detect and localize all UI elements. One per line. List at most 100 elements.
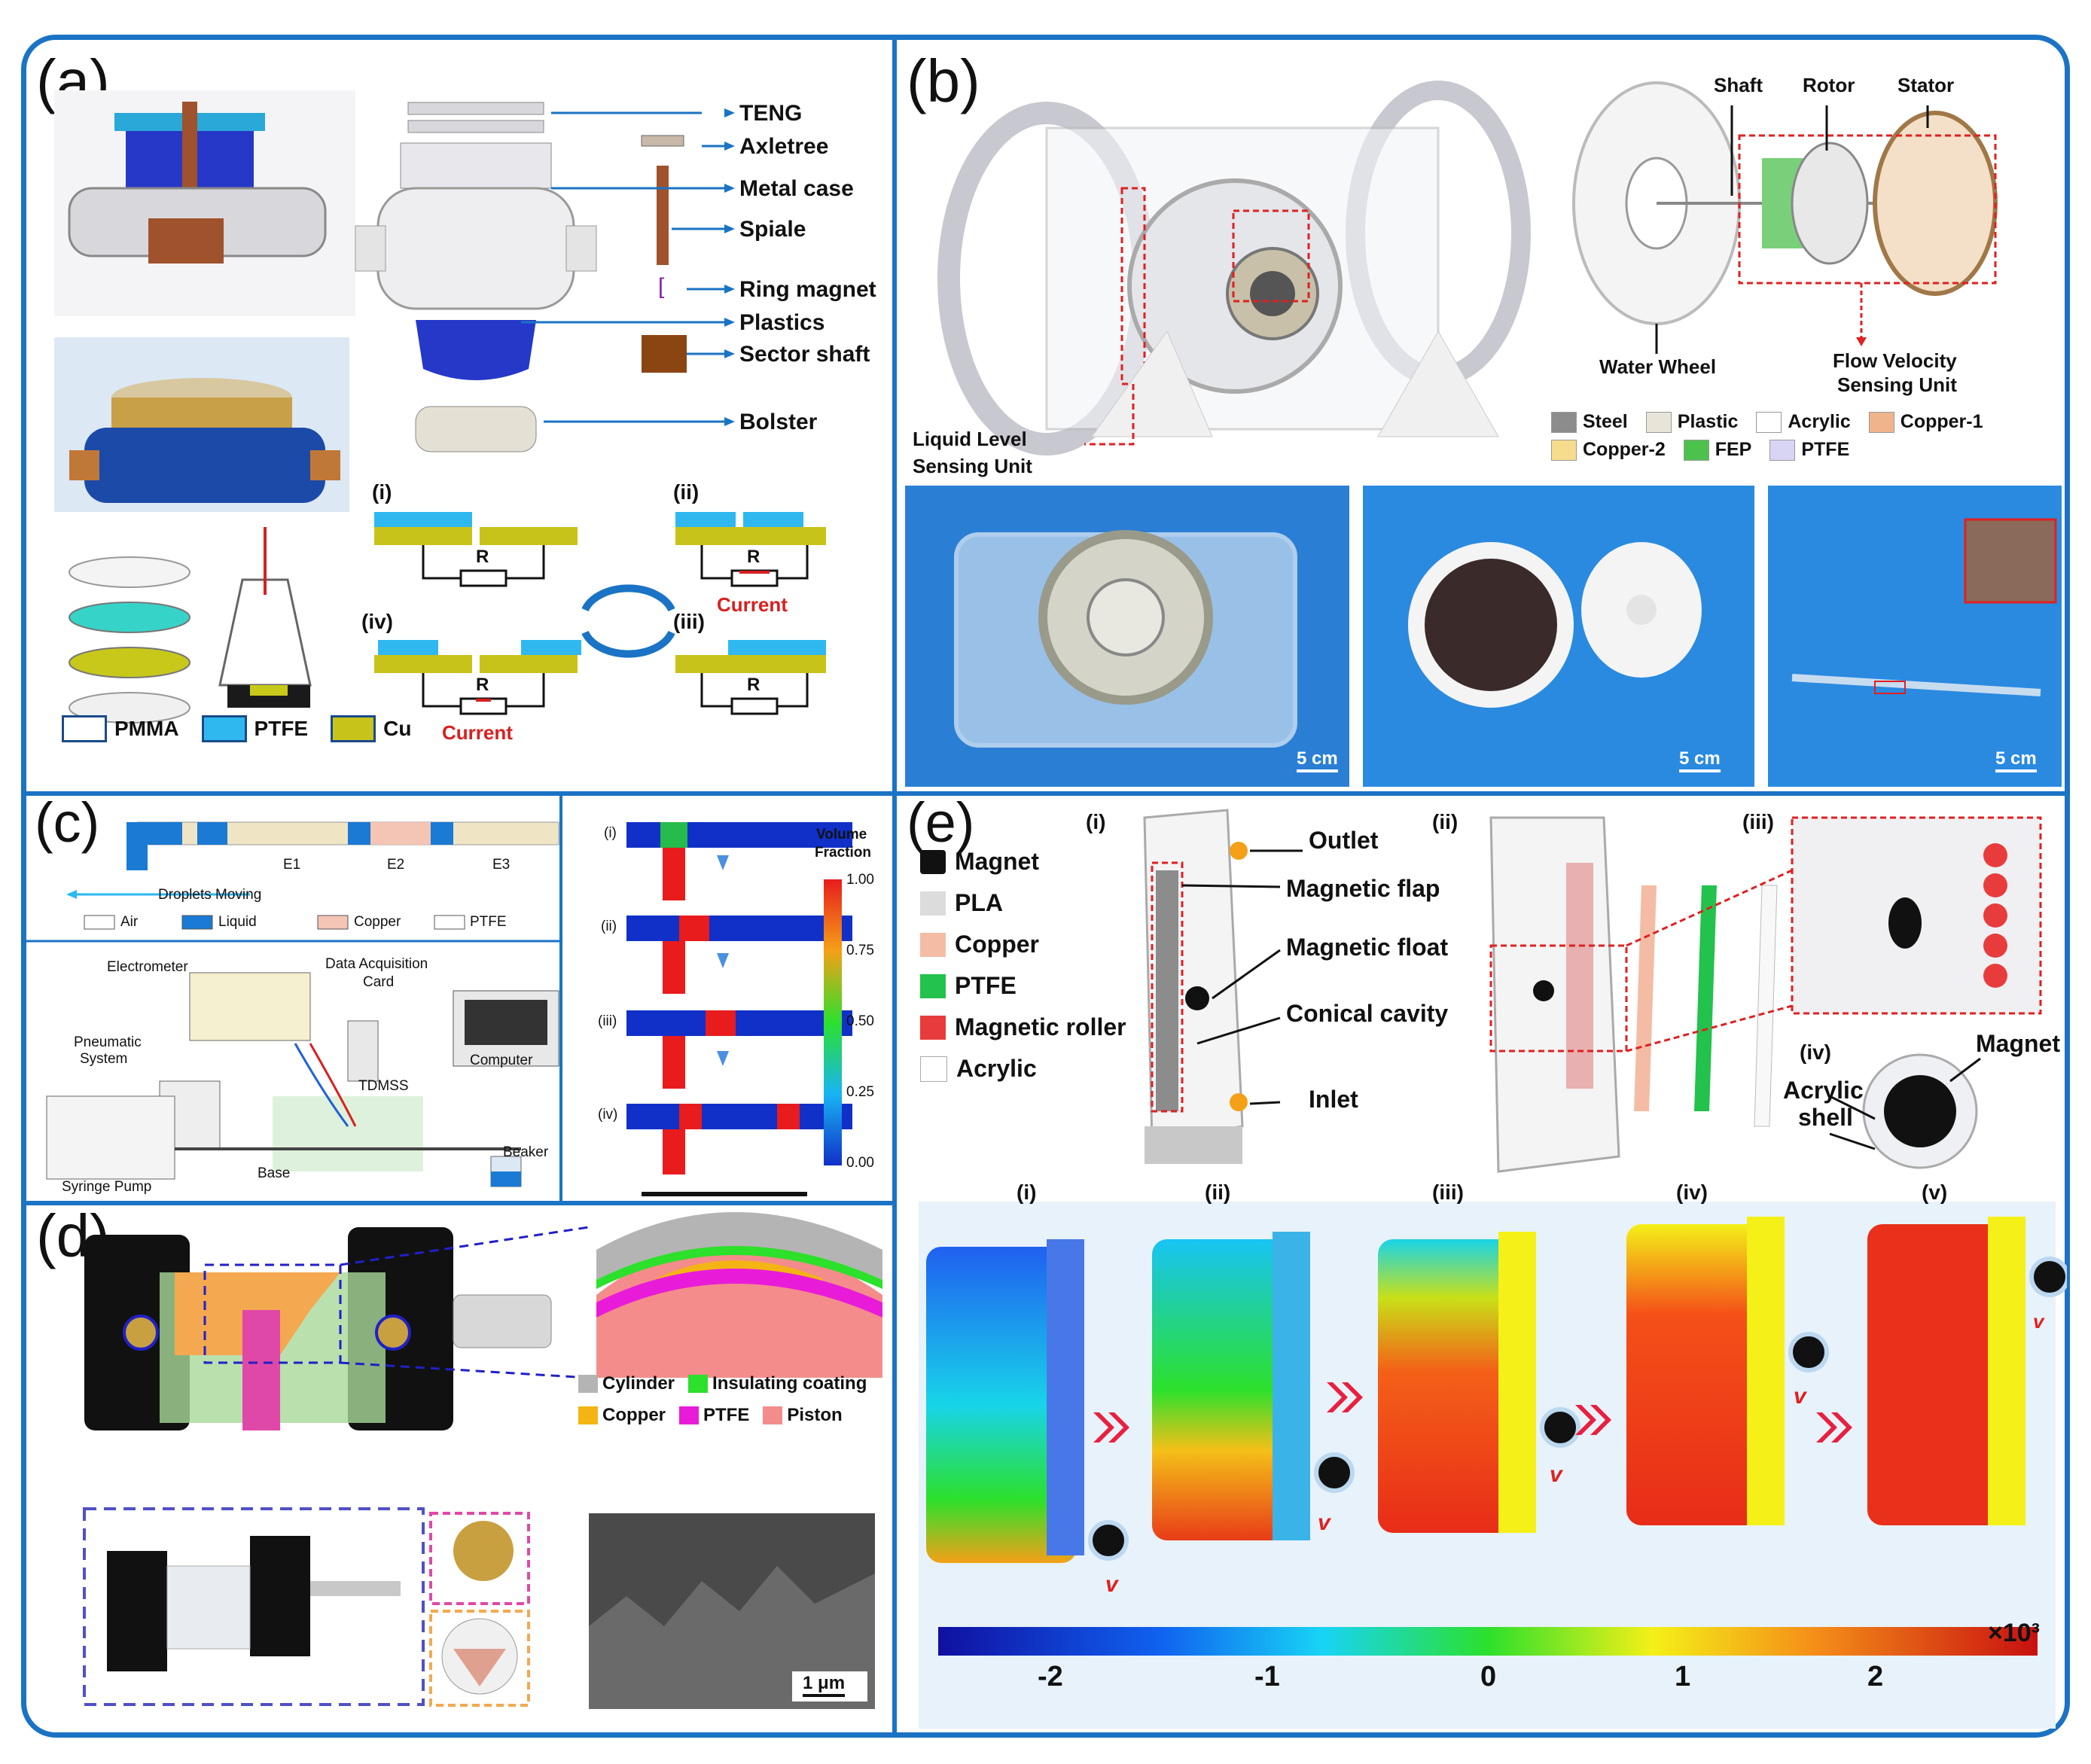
panel-d-legend: Cylinder Insulating coating Copper PTFE …: [578, 1373, 895, 1426]
colorbar-tick-neg2: -2: [1038, 1661, 1063, 1692]
state-i: (i): [372, 480, 392, 504]
legend-copper: Copper: [955, 931, 1039, 958]
colorbar-tick-100: 1.00: [846, 872, 874, 888]
legend-pla: PLA: [955, 889, 1003, 916]
legend-cu: Cu: [383, 717, 412, 740]
colorbar-tick-1: 1: [1675, 1661, 1691, 1692]
scale-bar-2: 5 cm: [1679, 748, 1721, 772]
sub-iii: (iii): [1742, 810, 1774, 833]
label-stator: Stator: [1897, 74, 1955, 96]
panel-b: (b): [896, 38, 2067, 794]
panel-c-drawings: [46, 821, 852, 1196]
legend-copper: Copper: [354, 914, 401, 930]
colorbar-tick-000: 0.00: [846, 1155, 874, 1171]
state-ii: (ii): [673, 480, 700, 504]
electrode-e3: E3: [492, 857, 511, 873]
sim-step-ii: (ii): [601, 919, 617, 934]
shell-label-2: shell: [1798, 1104, 1853, 1131]
legend-magnet: Magnet: [955, 848, 1039, 875]
figure-frame: [21, 35, 2070, 1738]
legend-plastic: Plastic: [1677, 411, 1739, 432]
panel-d: (d) Cylinder Insulating coat: [24, 1202, 895, 1735]
sub-ii: (ii): [1432, 810, 1459, 833]
legend-swatch-fep: [1683, 439, 1709, 461]
sim-step-iv: (iv): [598, 1107, 618, 1123]
sim-step-i: (i): [604, 825, 617, 841]
shell-label-1: Acrylic: [1783, 1077, 1864, 1104]
current-label-iv: Current: [442, 721, 513, 744]
panel-e-drawings: [919, 809, 2067, 1729]
electrode-e2: E2: [387, 857, 405, 873]
velocity-label-4: v: [1794, 1384, 1806, 1409]
legend-swatch-steel: [1551, 411, 1577, 433]
colorbar-tick-075: 0.75: [846, 943, 874, 958]
legend-swatch-roller: [920, 1015, 946, 1040]
legend-swatch-insulating: [688, 1375, 709, 1393]
electrode-e1: E1: [283, 857, 301, 873]
legend-acrylic: Acrylic: [1788, 411, 1851, 432]
legend-copper: Copper: [602, 1405, 666, 1425]
legend-swatch-acrylic: [920, 1056, 947, 1082]
part-outlet: Outlet: [1309, 827, 1379, 854]
legend-swatch-ptfe: [679, 1406, 699, 1424]
scale-bar-1: 5 cm: [1297, 748, 1338, 772]
label-liquid-level-2: Sensing Unit: [913, 455, 1032, 477]
part-conical-cavity: Conical cavity: [1286, 1000, 1449, 1027]
legend-swatch-piston: [763, 1406, 783, 1424]
sim-step-ii: (ii): [1205, 1181, 1231, 1204]
resistor-label-2: R: [747, 547, 761, 567]
setup-beaker: Beaker: [503, 1144, 549, 1160]
panel-c: (c): [24, 791, 895, 1203]
legend-roller: Magnetic roller: [955, 1013, 1126, 1040]
part-magnetic-float: Magnetic float: [1286, 934, 1449, 961]
part-inlet: Inlet: [1309, 1086, 1358, 1113]
legend-ptfe: PTFE: [703, 1405, 750, 1425]
panel-e-letter: (e): [907, 791, 975, 854]
sim-step-iii: (iii): [1432, 1181, 1464, 1204]
legend-ptfe: PTFE: [955, 972, 1017, 999]
setup-daq-1: Data Acquisition: [325, 956, 428, 972]
part-sector-shaft: Sector shaft: [739, 342, 870, 367]
label-water-wheel: Water Wheel: [1599, 355, 1717, 378]
scale-bar-3: 5 cm: [1995, 748, 2037, 772]
legend-ptfe: PTFE: [254, 717, 309, 740]
setup-syringe: Syringe Pump: [62, 1179, 152, 1195]
panel-b-drawings: [905, 81, 2062, 787]
sem-scale-bar: 1 μm: [803, 1673, 846, 1697]
part-spiale: Spiale: [739, 217, 806, 242]
legend-ptfe: PTFE: [470, 914, 507, 930]
colorbar-title-1: Volume: [816, 827, 867, 842]
label-shaft: Shaft: [1714, 74, 1763, 96]
panel-b-legend: Steel Plastic Acrylic Copper-1 Copper-2 …: [1551, 411, 2063, 461]
setup-electrometer: Electrometer: [107, 959, 188, 975]
resistor-label-1: R: [476, 547, 489, 567]
panel-e-legend: Magnet PLA Copper PTFE Magnetic roller A…: [920, 848, 1126, 1083]
colorbar-unit: ×10³: [1988, 1619, 2040, 1647]
resistor-label-3: R: [476, 675, 489, 695]
colorbar-tick-neg1: -1: [1254, 1661, 1280, 1692]
velocity-label-1: v: [1105, 1572, 1118, 1597]
legend-swatch-copper: [578, 1406, 598, 1424]
legend-swatch-ptfe: [1769, 439, 1796, 461]
legend-copper-1: Copper-1: [1900, 411, 1983, 432]
setup-pneumatic-1: Pneumatic: [74, 1034, 142, 1050]
panel-b-letter: (b): [907, 47, 980, 114]
sub-iv: (iv): [1800, 1040, 1831, 1064]
current-label-ii: Current: [717, 593, 788, 616]
colorbar-tick-0: 0: [1480, 1661, 1497, 1692]
legend-ptfe: PTFE: [1801, 439, 1850, 460]
velocity-label-2: v: [1318, 1510, 1330, 1535]
colorbar-tick-050: 0.50: [846, 1013, 874, 1029]
part-metal-case: Metal case: [739, 176, 854, 201]
legend-swatch-copper-1: [1868, 411, 1894, 433]
legend-swatch-plastic: [1645, 411, 1672, 433]
part-magnetic-flap: Magnetic flap: [1286, 875, 1440, 902]
panel-a-legend: PMMA PTFE Cu: [62, 715, 411, 742]
setup-tdmss: TDMSS: [358, 1078, 409, 1094]
legend-swatch-magnet: [920, 849, 946, 874]
sim-step-iii: (iii): [598, 1013, 617, 1029]
setup-computer: Computer: [470, 1053, 533, 1068]
part-teng: TENG: [739, 101, 803, 126]
colorbar-tick-025: 0.25: [846, 1084, 874, 1100]
label-flow-sensing-2: Sensing Unit: [1837, 373, 1957, 396]
